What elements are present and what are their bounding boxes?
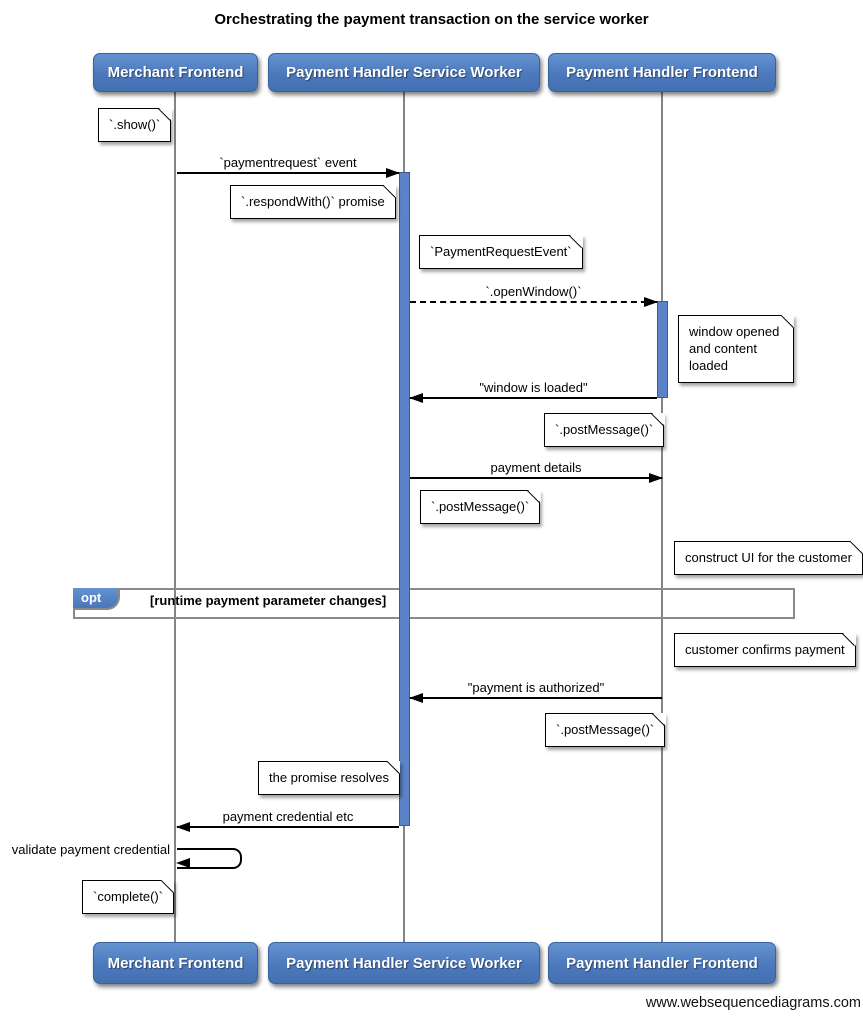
- message-label: "payment is authorized": [467, 680, 605, 695]
- note-show: `.show()`: [98, 107, 172, 142]
- arrowhead-left-icon: [176, 822, 190, 832]
- actor-payment-handler-frontend-top: Payment Handler Frontend: [548, 53, 776, 92]
- arrowhead-right-icon: [649, 473, 663, 483]
- message-payment-details: payment details: [410, 459, 663, 483]
- actor-label: Payment Handler Frontend: [566, 64, 758, 81]
- opt-condition: [runtime payment parameter changes]: [150, 593, 387, 608]
- activation-payment-handler-frontend: [657, 301, 668, 398]
- opt-operator-badge: opt: [73, 588, 120, 610]
- opt-frame: opt [runtime payment parameter changes]: [73, 588, 795, 619]
- message-label: `.openWindow()`: [485, 284, 582, 299]
- message-validate-credential-label: validate payment credential: [11, 842, 170, 857]
- note-post-message-3: `.postMessage()`: [545, 712, 666, 747]
- message-payment-credential: payment credential etc: [176, 808, 399, 832]
- actor-service-worker-top: Payment Handler Service Worker: [268, 53, 540, 92]
- actor-merchant-frontend-top: Merchant Frontend: [93, 53, 258, 92]
- actor-label: Merchant Frontend: [107, 954, 244, 972]
- message-label: payment credential etc: [222, 809, 354, 824]
- message-label: `paymentrequest` event: [219, 155, 357, 170]
- note-complete: `complete()`: [82, 879, 175, 914]
- message-label: payment details: [490, 460, 582, 475]
- page-title: Orchestrating the payment transaction on…: [214, 11, 649, 28]
- self-message-loop: [177, 848, 242, 869]
- note-post-message-1: `.postMessage()`: [544, 412, 665, 447]
- message-label: "window is loaded": [479, 380, 588, 395]
- activation-service-worker: [399, 172, 410, 826]
- note-respond-with-promise: `.respondWith()` promise: [230, 184, 396, 219]
- arrowhead-left-icon: [409, 393, 423, 403]
- message-window-is-loaded: "window is loaded": [409, 379, 657, 403]
- note-promise-resolves: the promise resolves: [258, 760, 401, 795]
- arrowhead-left-icon: [409, 693, 423, 703]
- actor-label: Payment Handler Service Worker: [286, 64, 522, 81]
- message-open-window: `.openWindow()`: [410, 283, 658, 307]
- note-window-opened: window opened and content loaded: [678, 314, 795, 383]
- arrowhead-right-icon: [386, 168, 400, 178]
- note-payment-request-event: `PaymentRequestEvent`: [419, 234, 583, 269]
- actor-service-worker-bottom: Payment Handler Service Worker: [268, 942, 540, 984]
- arrowhead-right-icon: [644, 297, 658, 307]
- watermark: www.websequencediagrams.com: [645, 995, 861, 1011]
- message-payment-is-authorized: "payment is authorized": [409, 679, 662, 703]
- actor-payment-handler-frontend-bottom: Payment Handler Frontend: [548, 942, 776, 984]
- message-paymentrequest-event: `paymentrequest` event: [177, 154, 400, 178]
- note-customer-confirms: customer confirms payment: [674, 632, 856, 667]
- actor-merchant-frontend-bottom: Merchant Frontend: [93, 942, 258, 984]
- actor-label: Merchant Frontend: [107, 64, 244, 81]
- lifeline-payment-handler-frontend: [661, 92, 663, 942]
- note-post-message-2: `.postMessage()`: [420, 489, 541, 524]
- lifeline-merchant-frontend: [174, 92, 176, 942]
- note-construct-ui: construct UI for the customer: [674, 540, 863, 575]
- actor-label: Payment Handler Service Worker: [286, 954, 522, 972]
- arrowhead-left-icon: [176, 858, 190, 868]
- actor-label: Payment Handler Frontend: [566, 954, 758, 972]
